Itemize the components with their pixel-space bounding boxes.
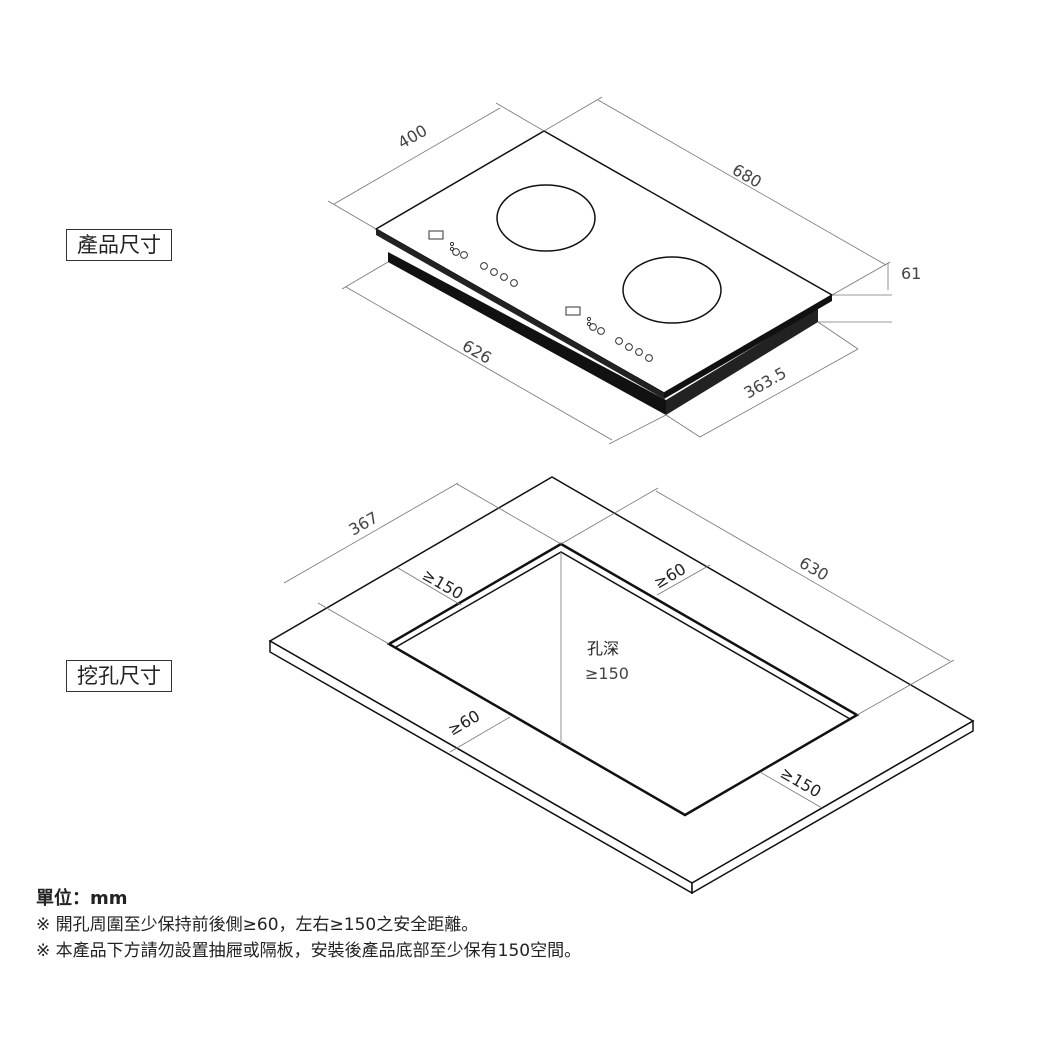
burner-front [622,256,722,324]
cooktop-glass-edge-right [664,295,832,399]
dim-product-body-width: 626 [459,336,495,368]
dim-product-body-depth: 363.5 [741,363,790,402]
control-panel-left [428,230,518,287]
cutout-size-label: 挖孔尺寸 [66,660,172,692]
dim-cutout-width: 630 [796,553,832,585]
dim-product-height: 61 [901,264,921,283]
cooktop-body [388,252,666,415]
dim-cutout-depth: 367 [346,508,382,540]
cooktop-body-side [666,308,818,415]
burner-back [496,184,596,252]
hole-depth-value: ≥150 [585,664,629,683]
unit-note: 單位：mm [36,888,128,909]
cooktop [374,130,834,415]
cooktop-glass-edge [376,229,664,399]
product-dimension-lines [327,96,892,445]
note-line-2: ※ 本產品下方請勿設置抽屜或隔板，安裝後產品底部至少保有150空間。 [36,941,582,961]
dim-product-width: 680 [729,160,765,192]
product-size-label: 產品尺寸 [66,229,172,261]
cutout-dimension-lines [283,482,955,809]
note-line-1: ※ 開孔周圍至少保持前後側≥60，左右≥150之安全距離。 [36,915,479,935]
dim-product-depth: 400 [395,121,431,153]
countertop-right-edge [691,719,974,895]
control-panel-right [565,306,653,362]
notes-block: 單位：mm ※ 開孔周圍至少保持前後側≥60，左右≥150之安全距離。 ※ 本產… [36,886,581,964]
countertop [268,476,975,895]
hole-depth-label: 孔深 [587,639,619,658]
